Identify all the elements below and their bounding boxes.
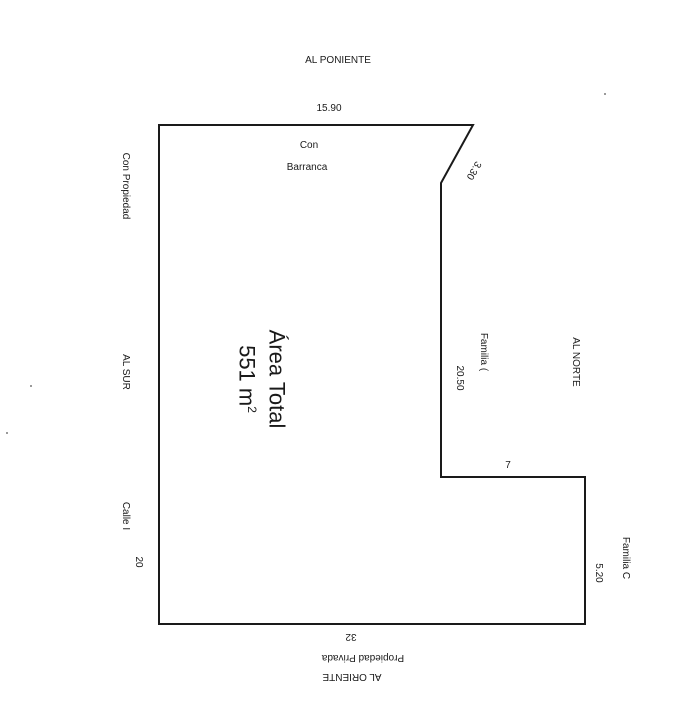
label-al-poniente: AL PONIENTE — [305, 55, 371, 66]
label-con-propiedad: Con Propiedad — [120, 152, 131, 220]
area-unit-exponent: 2 — [245, 406, 260, 413]
scan-speck — [30, 385, 32, 387]
area-title: Área Total — [264, 329, 290, 429]
area-value: 551 m — [235, 345, 260, 407]
lot-boundary — [158, 124, 586, 625]
area-value-line: 551 m2 — [232, 330, 262, 429]
label-al-sur: AL SUR — [120, 354, 131, 390]
label-propiedad-privada: Propiedad Privada — [321, 652, 405, 663]
scan-speck — [6, 432, 8, 434]
scan-speck — [604, 93, 606, 95]
dimension-top: 15.90 — [316, 103, 342, 114]
label-al-norte: AL NORTE — [570, 337, 581, 387]
label-familia-right: Familia C — [620, 536, 631, 580]
dimension-left: 20 — [133, 556, 144, 568]
label-con: Con — [299, 140, 319, 151]
dimension-inner-vertical: 20.50 — [454, 365, 465, 391]
label-al-oriente: AL ORIENTE — [322, 671, 382, 682]
label-calle: Calle I — [120, 501, 131, 531]
dimension-right-short: 5.20 — [593, 563, 604, 583]
label-familia-inner: Familia ( — [478, 332, 489, 372]
area-total-block: Área Total 551 m2 — [232, 330, 291, 429]
label-barranca: Barranca — [286, 162, 328, 173]
dimension-bottom: 32 — [345, 631, 357, 642]
dimension-inner-horizontal: 7 — [505, 460, 511, 471]
